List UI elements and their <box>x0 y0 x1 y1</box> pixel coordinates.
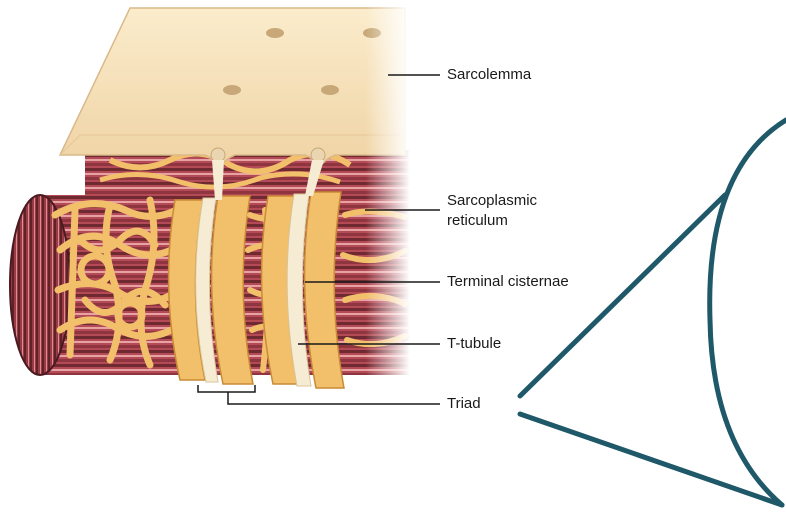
label-sarcolemma: Sarcolemma <box>447 66 531 84</box>
zoom-callout <box>520 120 786 505</box>
label-triad: Triad <box>447 395 481 413</box>
label-sarcoplasmic-line1: Sarcoplasmic <box>447 192 537 210</box>
label-terminal-cisternae: Terminal cisternae <box>447 273 569 291</box>
label-t-tubule: T-tubule <box>447 335 501 353</box>
label-sarcoplasmic-line2: reticulum <box>447 212 508 230</box>
